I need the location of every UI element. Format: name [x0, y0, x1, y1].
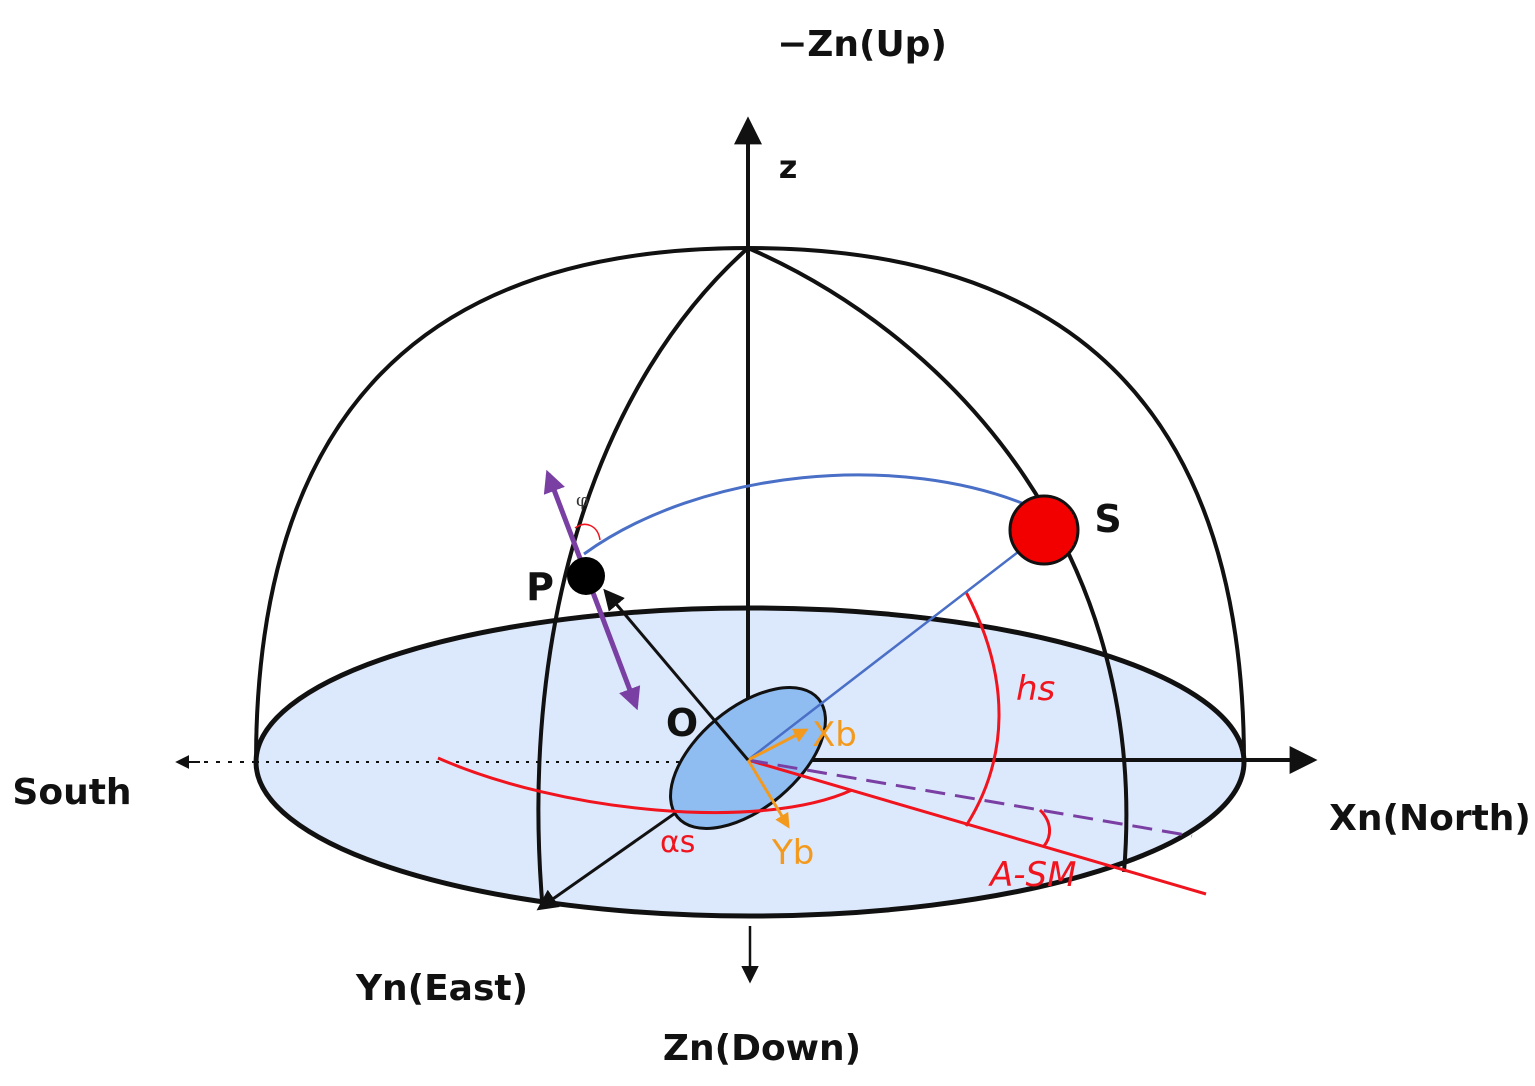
- down-label: Zn(Down): [663, 1028, 861, 1069]
- yb-label: Yb: [771, 833, 814, 873]
- phi-angle-arc: [574, 523, 601, 541]
- east-label: Yn(East): [355, 968, 528, 1009]
- meridian-right: [747, 246, 1129, 873]
- point-p-marker: [567, 557, 605, 595]
- north-label: Xn(North): [1329, 798, 1531, 839]
- azimuth-arc: [437, 756, 853, 815]
- sun-vector: [747, 531, 1045, 761]
- sun-label: S: [1094, 497, 1121, 541]
- p-to-s-arc: [583, 473, 1035, 556]
- body-heading-dashed: [747, 758, 1193, 838]
- xb-label: Xb: [812, 715, 857, 755]
- a-sm-angle-arc: [1038, 808, 1051, 847]
- yb-axis: [746, 759, 790, 829]
- sun-azimuth-line: [747, 758, 1207, 896]
- sun-marker: [1008, 494, 1080, 566]
- hs-label: hs: [1016, 669, 1055, 709]
- south-label: South: [12, 772, 131, 813]
- a-sm-label: A-SM: [988, 855, 1076, 895]
- z-label: z: [779, 148, 798, 186]
- alpha-s-label: αs: [660, 825, 695, 860]
- phi-label: φ: [576, 490, 589, 511]
- xb-axis: [747, 728, 809, 762]
- elevation-arc: [964, 591, 1001, 827]
- up-label: −Zn(Up): [777, 24, 947, 65]
- point-p-label: P: [526, 565, 554, 609]
- origin-label: O: [666, 701, 698, 745]
